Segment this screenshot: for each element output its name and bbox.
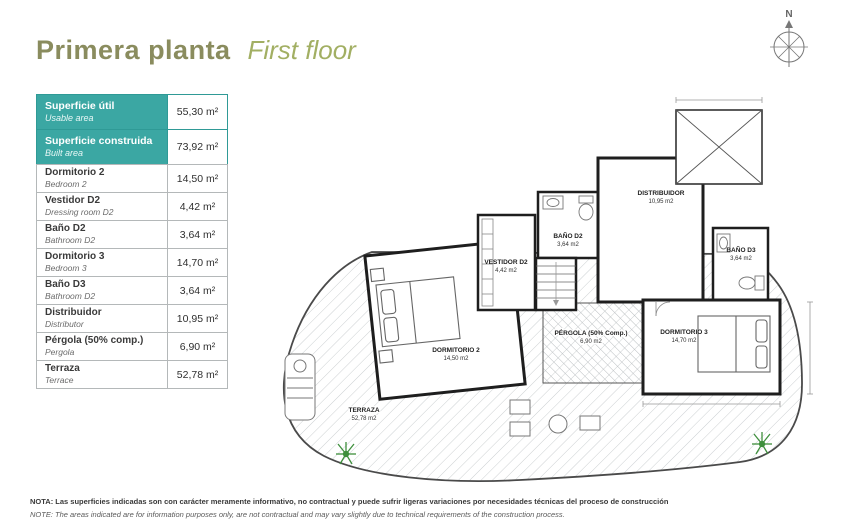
row-label-es: Distribuidor (45, 307, 102, 319)
label-bedroom3-area: 14,70 m2 (671, 338, 697, 344)
bedroom3-room (641, 298, 782, 396)
row-label-es: Superficie útil (45, 100, 115, 113)
row-label: Distribuidor Distributor (36, 304, 168, 333)
label-terrace-area: 52,78 m2 (351, 416, 377, 422)
label-hall-area: 10,95 m2 (648, 199, 674, 205)
label-bathroom-d2-name: BAÑO D2 (553, 231, 583, 240)
row-value: 4,42 m² (167, 192, 228, 221)
page-title: Primera planta First floor (36, 30, 356, 67)
patio-furniture-icon (509, 399, 601, 437)
row-label-es: Dormitorio 3 (45, 251, 105, 263)
wardrobe-icon (481, 218, 494, 307)
room-labels: DISTRIBUIDOR 10,95 m2 BAÑO D2 3,64 m2 VE… (347, 190, 756, 423)
row-value: 3,64 m² (167, 276, 228, 305)
bed-icon (697, 315, 771, 373)
dimension-lines (642, 97, 813, 407)
row-label: Superficie útil Usable area (36, 94, 168, 130)
row-label: Pérgola (50% comp.) Pergola (36, 332, 168, 361)
page-title-en: First floor (247, 35, 356, 65)
row-label-en: Pergola (45, 347, 75, 358)
label-bedroom2-name: DORMITORIO 2 (432, 347, 480, 354)
floor-plan-drawing: DISTRIBUIDOR 10,95 m2 BAÑO D2 3,64 m2 VE… (282, 97, 813, 482)
row-label-en: Built area (45, 147, 84, 158)
label-hall-name: DISTRIBUIDOR (638, 190, 685, 197)
row-label-en: Dressing room D2 (45, 207, 114, 218)
row-label-es: Baño D2 (45, 223, 86, 235)
door-swing-icon (655, 301, 671, 317)
row-value: 10,95 m² (167, 304, 228, 333)
label-pergola-name: PÉRGOLA (50% Comp.) (554, 328, 627, 337)
stairs-arrow (553, 300, 559, 306)
sink-icon (542, 195, 564, 210)
table-row-terrace: Terraza Terrace 52,78 m² (36, 360, 228, 389)
note-en: NOTE: The areas indicated are for inform… (30, 510, 565, 519)
toilet-icon (578, 195, 594, 221)
label-bedroom2-area: 14,50 m2 (443, 356, 469, 362)
row-label: Baño D2 Bathroom D2 (36, 220, 168, 249)
row-value: 14,50 m² (167, 164, 228, 193)
label-dressing-name: VESTIDOR D2 (484, 259, 528, 266)
dressing-room-d2 (476, 213, 537, 312)
row-value: 55,30 m² (167, 94, 228, 130)
row-label-en: Bathroom D2 (45, 291, 96, 302)
area-table: Superficie útil Usable area 55,30 m² Sup… (36, 94, 228, 389)
bed-icon (369, 267, 461, 364)
label-bathroom-d2-area: 3,64 m2 (557, 242, 579, 248)
row-label: Superficie construida Built area (36, 129, 168, 165)
row-label: Terraza Terrace (36, 360, 168, 389)
skylight (675, 109, 763, 185)
row-value: 52,78 m² (167, 360, 228, 389)
toilet-icon (738, 275, 765, 291)
note-es: NOTA: Las superficies indicadas son con … (30, 497, 669, 506)
row-label-en: Terrace (45, 375, 74, 386)
row-value: 6,90 m² (167, 332, 228, 361)
row-label-es: Dormitorio 2 (45, 167, 105, 179)
row-label-es: Baño D3 (45, 279, 86, 291)
row-value: 3,64 m² (167, 220, 228, 249)
row-label-en: Bedroom 2 (45, 179, 87, 190)
stairs (534, 256, 578, 312)
bathroom-d2-room (536, 190, 600, 260)
table-row-pergola: Pérgola (50% comp.) Pergola 6,90 m² (36, 332, 228, 361)
table-row-usable-area: Superficie útil Usable area 55,30 m² (36, 94, 228, 130)
compass-north-label: N (785, 9, 792, 20)
bathroom-d3-room (711, 226, 770, 302)
table-row-bedroom2: Dormitorio 2 Bedroom 2 14,50 m² (36, 164, 228, 193)
table-row-hall: Distribuidor Distributor 10,95 m² (36, 304, 228, 333)
row-label-es: Vestidor D2 (45, 195, 101, 207)
row-label-en: Usable area (45, 112, 94, 123)
row-label: Vestidor D2 Dressing room D2 (36, 192, 168, 221)
plant-icon (752, 432, 772, 455)
row-value: 14,70 m² (167, 248, 228, 277)
table-row-built-area: Superficie construida Built area 73,92 m… (36, 129, 228, 165)
label-terrace-name: TERRAZA (348, 407, 379, 414)
row-label: Dormitorio 2 Bedroom 2 (36, 164, 168, 193)
row-label-en: Bathroom D2 (45, 235, 96, 246)
row-value: 73,92 m² (167, 129, 228, 165)
table-row-bathroom-d3: Baño D3 Bathroom D2 3,64 m² (36, 276, 228, 305)
compass-icon: N (770, 9, 808, 67)
row-label-es: Superficie construida (45, 135, 153, 148)
row-label-en: Bedroom 3 (45, 263, 87, 274)
label-pergola-area: 6,90 m2 (580, 339, 602, 345)
row-label-en: Distributor (45, 319, 84, 330)
plant-icon (336, 442, 356, 465)
row-label-es: Terraza (45, 363, 80, 375)
sink-icon (716, 233, 731, 253)
footer-notes: NOTA: Las superficies indicadas son con … (30, 497, 838, 519)
label-dressing-area: 4,42 m2 (495, 268, 517, 274)
label-bedroom3-name: DORMITORIO 3 (660, 329, 708, 336)
page-title-es: Primera planta (36, 35, 231, 65)
row-label: Dormitorio 3 Bedroom 3 (36, 248, 168, 277)
row-label: Baño D3 Bathroom D2 (36, 276, 168, 305)
label-bathroom-d3-area: 3,64 m2 (730, 256, 752, 262)
table-row-dressing-d2: Vestidor D2 Dressing room D2 4,42 m² (36, 192, 228, 221)
table-row-bedroom3: Dormitorio 3 Bedroom 3 14,70 m² (36, 248, 228, 277)
row-label-es: Pérgola (50% comp.) (45, 335, 144, 347)
table-row-bathroom-d2: Baño D2 Bathroom D2 3,64 m² (36, 220, 228, 249)
sun-lounger-icon (284, 353, 316, 421)
label-bathroom-d3-name: BAÑO D3 (726, 245, 756, 254)
